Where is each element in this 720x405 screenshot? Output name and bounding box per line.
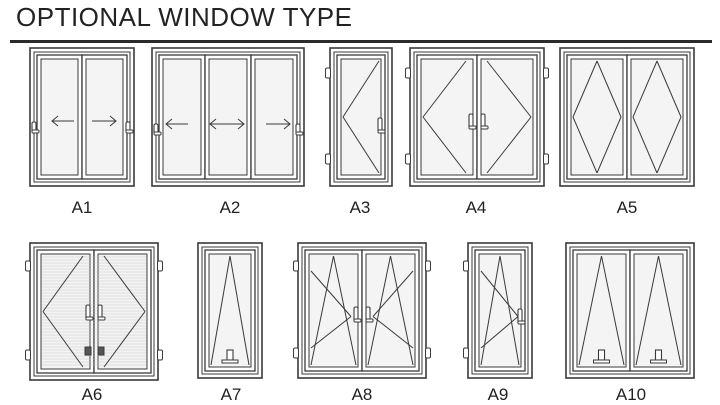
label-a8: A8 [351, 385, 373, 404]
label-a3: A3 [349, 198, 371, 217]
window-a3 [325, 47, 393, 187]
window-a2 [151, 47, 305, 187]
window-a6 [25, 242, 163, 381]
label-a9: A9 [487, 385, 509, 404]
page-title: OPTIONAL WINDOW TYPE [16, 2, 353, 32]
window-a10 [565, 242, 695, 379]
label-a2: A2 [219, 198, 241, 217]
window-a5 [559, 47, 695, 187]
label-a7: A7 [220, 385, 242, 404]
label-a6: A6 [81, 385, 103, 404]
window-a7 [197, 242, 263, 379]
label-a5: A5 [616, 198, 638, 217]
label-a1: A1 [71, 198, 93, 217]
window-a9 [463, 242, 533, 379]
window-a1 [29, 47, 135, 187]
title-underline [10, 40, 712, 43]
label-a10: A10 [615, 385, 647, 404]
window-a8 [293, 242, 431, 379]
window-a4 [405, 47, 549, 187]
label-a4: A4 [465, 198, 487, 217]
